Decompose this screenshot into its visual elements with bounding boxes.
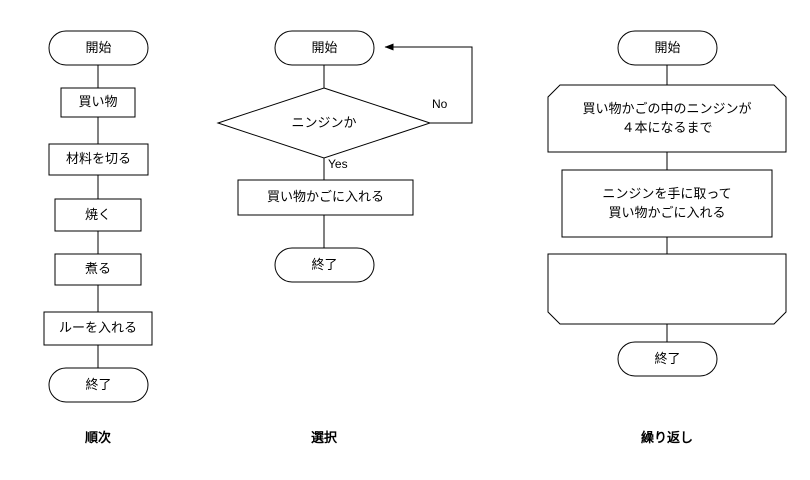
- shape-seq-cut: [48, 143, 149, 176]
- shape-seq-end: [48, 367, 149, 403]
- shape-loop-start-terminator: [617, 30, 718, 66]
- shape-seq-roux: [43, 311, 153, 346]
- shape-loop-begin: [547, 84, 787, 153]
- shape-loop-finish: [547, 253, 787, 325]
- edge-label-no: No: [432, 97, 448, 111]
- shape-loop-body: [561, 169, 773, 238]
- shape-seq-grill: [54, 198, 142, 232]
- shape-loop-end-terminator: [617, 341, 718, 377]
- shape-seq-start: [48, 30, 149, 66]
- shape-sel-basket: [237, 179, 414, 216]
- column-caption-sequence: 順次: [84, 430, 111, 445]
- shape-sel-start: [274, 30, 375, 66]
- shape-seq-boil: [54, 253, 142, 286]
- column-caption-iteration: 繰り返し: [640, 430, 693, 445]
- column-caption-selection: 選択: [310, 430, 337, 445]
- shape-sel-decision: [216, 87, 432, 159]
- edge-label-yes: Yes: [328, 157, 348, 171]
- shape-seq-shopping: [60, 87, 136, 118]
- connector-sel-no-loopback: [384, 43, 473, 124]
- shape-sel-end: [274, 247, 375, 283]
